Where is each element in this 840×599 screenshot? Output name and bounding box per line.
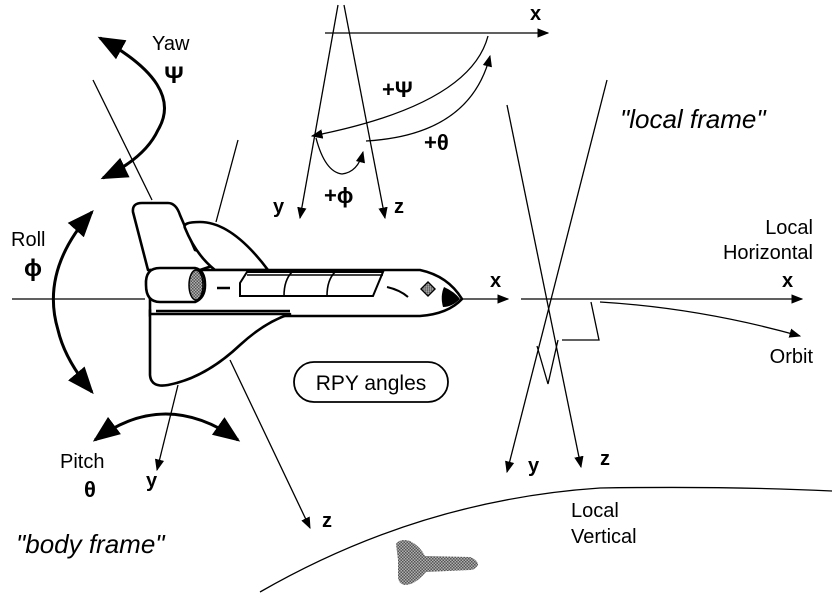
body-y-label: y <box>146 470 158 492</box>
plus-theta-label: +θ <box>424 130 449 155</box>
earth-horizon <box>259 486 833 593</box>
shuttle-cockpit-line <box>386 286 409 298</box>
yaw-arrow <box>97 36 166 180</box>
body-y-axis-lower <box>154 384 179 472</box>
local-x-label: x <box>782 270 793 292</box>
rpy-angles-badge: RPY angles <box>293 361 449 403</box>
yaw-symbol: Ψ <box>164 62 183 89</box>
inset-z-label: z <box>394 196 404 218</box>
plus-phi-label: +ϕ <box>324 183 353 208</box>
shuttle-lower-wing <box>148 308 292 387</box>
body-yaw-axis-upper <box>92 79 153 201</box>
local-frame: "local frame" Local Horizontal x Orbit y… <box>505 79 814 548</box>
rpy-angles-title: RPY angles <box>316 372 427 395</box>
roll-label: Roll <box>11 229 45 251</box>
local-z-label: z <box>600 448 610 470</box>
local-v-mark <box>536 339 559 385</box>
space-shuttle <box>131 201 464 387</box>
plus-theta-arrow <box>365 54 492 142</box>
shuttle-payload-bay <box>239 271 385 297</box>
local-frame-label: "local frame" <box>620 104 767 134</box>
local-vertical-line1: Local <box>571 500 619 522</box>
inset-y-label: y <box>273 196 285 218</box>
engine-nozzle <box>188 269 204 301</box>
local-y-axis <box>505 79 608 474</box>
local-y-label: y <box>528 455 540 477</box>
body-x-label: x <box>490 270 501 292</box>
pitch-label: Pitch <box>60 451 104 473</box>
local-vertical-line2: Vertical <box>571 526 637 548</box>
local-horizontal-line2: Horizontal <box>723 242 813 264</box>
body-frame-label: "body frame" <box>16 529 166 559</box>
plus-phi-arrow <box>315 137 365 175</box>
shuttle-window <box>420 281 436 297</box>
local-horizontal-line1: Local <box>765 217 813 239</box>
body-z-label: z <box>322 510 332 532</box>
body-y-axis-upper <box>215 139 239 223</box>
inset-y-axis <box>297 4 339 220</box>
roll-arrow <box>51 209 94 395</box>
inset-z-axis <box>343 4 388 220</box>
orbit-label: Orbit <box>770 346 814 368</box>
plus-psi-arrow <box>310 35 489 139</box>
plus-psi-label: +Ψ <box>382 77 413 102</box>
body-z-axis <box>229 359 311 530</box>
yaw-label: Yaw <box>152 33 190 55</box>
shuttle-shadow <box>396 540 478 585</box>
pitch-symbol: θ <box>84 477 96 502</box>
roll-symbol: ϕ <box>24 255 42 282</box>
orbit-arrow <box>599 301 802 338</box>
shuttle-upper-wing <box>183 220 270 272</box>
pitch-arrow <box>92 412 241 442</box>
inset-x-label: x <box>530 3 541 25</box>
shuttle-nose-cap <box>441 287 460 307</box>
rotation-inset: x y z +Ψ +θ +ϕ <box>273 3 550 220</box>
local-z-axis <box>506 104 584 469</box>
right-angle-mark <box>562 301 600 341</box>
